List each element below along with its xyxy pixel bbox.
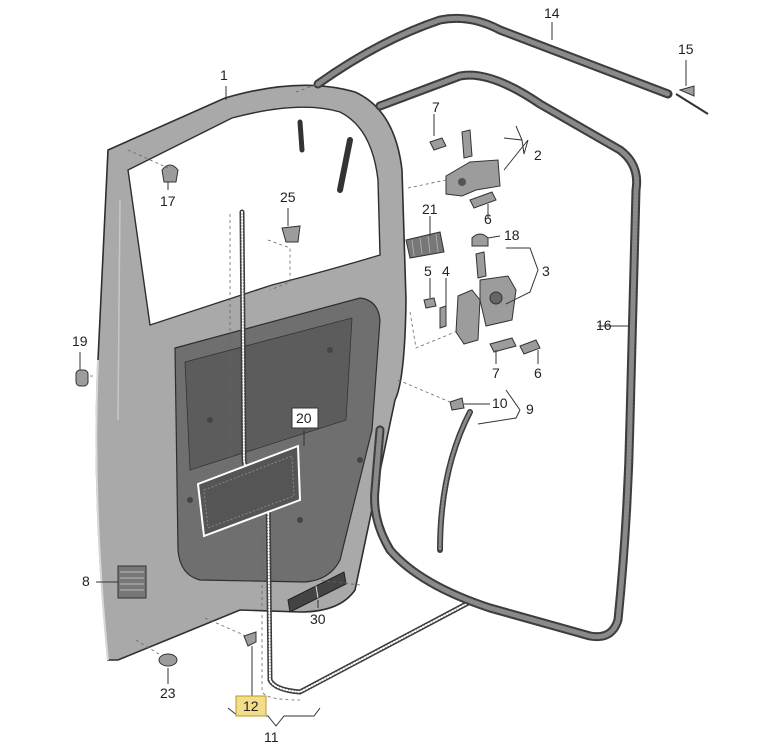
vent-grille-8[interactable] bbox=[117, 565, 147, 599]
callout-12: 12 bbox=[243, 698, 259, 714]
callout-9: 9 bbox=[526, 401, 534, 417]
callout-2: 2 bbox=[534, 147, 542, 163]
callout-18: 18 bbox=[504, 227, 520, 243]
fastener-25[interactable] bbox=[281, 225, 301, 243]
callout-19: 19 bbox=[72, 333, 88, 349]
callout-6-lower: 6 bbox=[534, 365, 542, 381]
callout-11: 11 bbox=[264, 729, 279, 745]
plug-19[interactable] bbox=[75, 369, 89, 387]
label-box-20 bbox=[291, 407, 319, 429]
callout-14: 14 bbox=[544, 5, 560, 21]
callout-3: 3 bbox=[542, 263, 550, 279]
bolt-6-lower[interactable] bbox=[519, 339, 541, 355]
clip-10[interactable] bbox=[449, 397, 465, 411]
callout-7-lower: 7 bbox=[492, 365, 500, 381]
callout-20: 20 bbox=[296, 410, 312, 426]
cap-23[interactable] bbox=[158, 653, 178, 667]
buffer-21[interactable] bbox=[405, 231, 445, 259]
trim-strip-30[interactable] bbox=[287, 571, 347, 613]
cap-18[interactable] bbox=[471, 233, 489, 247]
clip-12[interactable] bbox=[243, 631, 257, 647]
callout-16: 16 bbox=[596, 317, 612, 333]
callout-23: 23 bbox=[160, 685, 176, 701]
callout-8: 8 bbox=[82, 573, 90, 589]
roof-seal-14[interactable] bbox=[313, 13, 709, 115]
insulation-pad-20[interactable] bbox=[196, 444, 302, 538]
lower-hinge-3[interactable] bbox=[455, 251, 517, 345]
callout-1: 1 bbox=[220, 67, 228, 83]
upper-hinge-2[interactable] bbox=[429, 129, 501, 197]
callout-4: 4 bbox=[442, 263, 450, 279]
callout-17: 17 bbox=[160, 193, 176, 209]
clip-15[interactable] bbox=[678, 85, 695, 97]
screw-5[interactable] bbox=[423, 297, 437, 309]
callout-21: 21 bbox=[422, 201, 438, 217]
callout-30: 30 bbox=[310, 611, 326, 627]
callout-15: 15 bbox=[678, 41, 694, 57]
highlight-12[interactable] bbox=[235, 695, 267, 717]
callout-5: 5 bbox=[424, 263, 432, 279]
callout-7-upper: 7 bbox=[432, 99, 440, 115]
callout-6-upper: 6 bbox=[484, 211, 492, 227]
bolt-6-upper[interactable] bbox=[469, 191, 497, 209]
plug-17[interactable] bbox=[161, 164, 179, 183]
door-seal-16[interactable] bbox=[370, 70, 642, 642]
callout-25: 25 bbox=[280, 189, 296, 205]
plate-4[interactable] bbox=[439, 305, 447, 329]
bolt-7-lower[interactable] bbox=[489, 337, 517, 353]
callout-10: 10 bbox=[492, 395, 508, 411]
